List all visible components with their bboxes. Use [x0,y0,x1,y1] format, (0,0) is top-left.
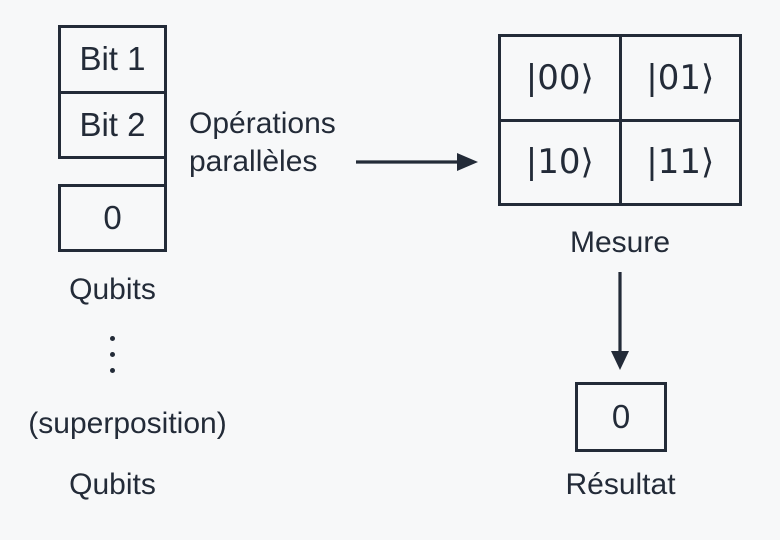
state-cell-01: |01⟩ [621,37,739,119]
bit-2-cell: Bit 2 [61,93,164,156]
vertical-ellipsis-icon [58,336,167,373]
operations-paralleles-label: Opérations parallèles [189,105,336,181]
ellipsis-dot [110,368,115,373]
result-zero-box: 0 [575,382,667,452]
superposition-label: (superposition) [28,407,227,440]
quantum-state-grid: |00⟩ |01⟩ |10⟩ |11⟩ [498,34,742,206]
state-cell-00: |00⟩ [501,37,619,119]
down-arrow-icon [611,272,629,370]
operations-label-line2: parallèles [189,145,318,178]
stack-connector-line [164,157,167,186]
ellipsis-dot [110,352,115,357]
qubit-zero-box: 0 [58,184,167,252]
operations-label-line1: Opérations [189,107,336,140]
bit-stack-box: Bit 1 Bit 2 [58,25,167,159]
measure-label: Mesure [569,226,671,259]
state-cell-11: |11⟩ [621,121,739,203]
ellipsis-dot [110,336,115,341]
bit-1-cell: Bit 1 [61,28,164,91]
right-arrow-icon [356,153,478,171]
qubits-label-top: Qubits [69,273,156,306]
state-cell-10: |10⟩ [501,121,619,203]
qubits-label-bottom: Qubits [69,468,156,501]
result-label: Résultat [565,468,676,501]
